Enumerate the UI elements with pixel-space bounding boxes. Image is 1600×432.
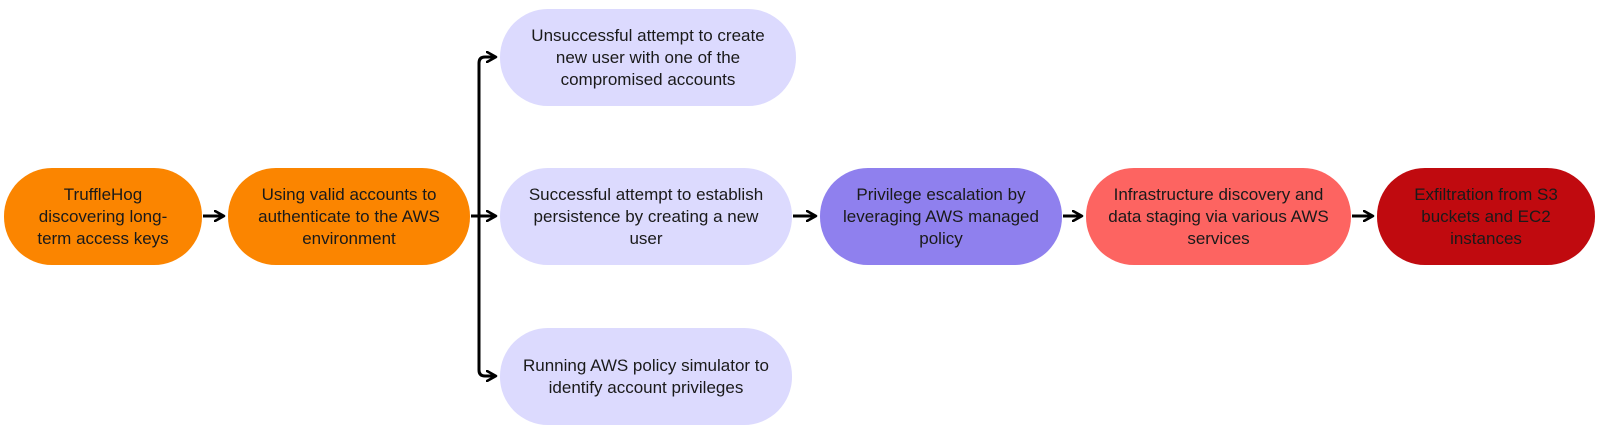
node-policy-simulator: Running AWS policy simulator to identify… — [500, 328, 792, 425]
node-label: TruffleHog discovering long-term access … — [37, 184, 169, 248]
node-label: Running AWS policy simulator to identify… — [523, 355, 769, 397]
node-label: Unsuccessful attempt to create new user … — [531, 25, 765, 89]
node-privilege-escalation: Privilege escalation by leveraging AWS m… — [820, 168, 1062, 265]
node-using-valid-accounts: Using valid accounts to authenticate to … — [228, 168, 470, 265]
node-label: Using valid accounts to authenticate to … — [258, 184, 440, 248]
node-unsuccessful-create-user: Unsuccessful attempt to create new user … — [500, 9, 796, 106]
edge-n2-n3 — [471, 57, 496, 218]
node-trufflehog-discovering-keys: TruffleHog discovering long-term access … — [4, 168, 202, 265]
node-exfiltration: Exfiltration from S3 buckets and EC2 ins… — [1377, 168, 1595, 265]
node-label: Infrastructure discovery and data stagin… — [1108, 184, 1329, 248]
node-label: Privilege escalation by leveraging AWS m… — [843, 184, 1039, 248]
edge-n2-n5 — [477, 216, 496, 376]
node-infrastructure-discovery: Infrastructure discovery and data stagin… — [1086, 168, 1351, 265]
node-label: Successful attempt to establish persiste… — [528, 184, 764, 248]
node-successful-persistence: Successful attempt to establish persiste… — [500, 168, 792, 265]
node-label: Exfiltration from S3 buckets and EC2 ins… — [1414, 184, 1558, 248]
